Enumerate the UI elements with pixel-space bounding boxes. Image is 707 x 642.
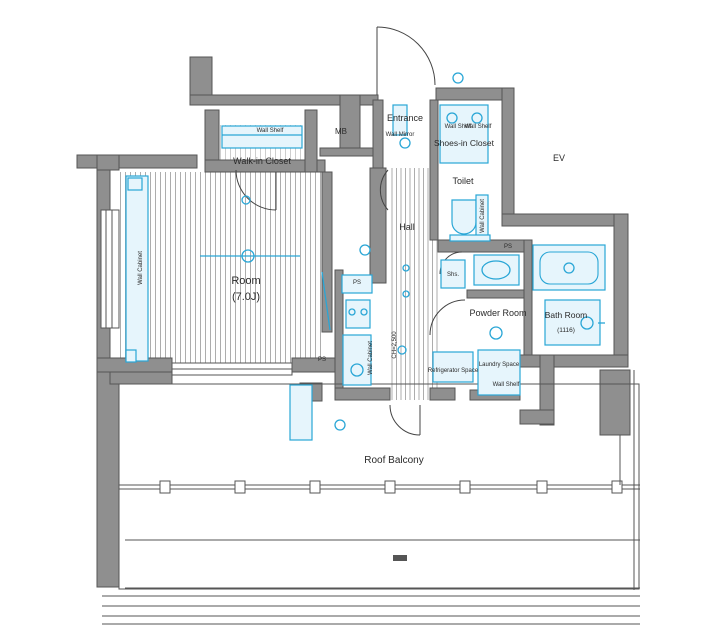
roof-balcony: [102, 370, 640, 625]
label-wall-shelf-laundry: Wall Shelf: [493, 382, 520, 388]
label-wall-cabinet-room: Wall Cabinet: [138, 251, 144, 285]
label-wall-shelf-wic: Wall Shelf: [257, 128, 284, 134]
label-toilet: Toilet: [452, 176, 474, 186]
label-ps-bath: PS: [504, 244, 512, 250]
room-labels: Room (7.0J) Walk-in Closet MB Entrance S…: [231, 113, 587, 466]
label-room: Room: [231, 275, 260, 287]
label-walk-in-closet: Walk-in Closet: [233, 156, 291, 166]
label-powder-room: Powder Room: [469, 308, 526, 318]
label-ev: EV: [553, 153, 565, 163]
walls: [76, 56, 631, 588]
label-shoes-in-closet: Shoes-in Closet: [434, 138, 495, 148]
label-ceiling-height: CH=2,500: [392, 331, 398, 359]
label-ps-room: PS: [318, 357, 326, 363]
label-room-size: (7.0J): [232, 291, 260, 303]
doors: [235, 26, 466, 436]
room-floor: [118, 172, 321, 366]
label-mb: MB: [335, 127, 347, 136]
fixtures: [125, 72, 606, 441]
label-shs: Shs.: [447, 272, 459, 278]
label-refrigerator-space: Refrigerator Space: [428, 368, 479, 374]
label-bath-size: (1116): [557, 327, 575, 334]
label-wall-shelf-entry: Wall Shelf: [445, 124, 472, 130]
label-laundry-space: Laundry Space: [479, 362, 520, 368]
label-wall-cabinet-toilet: Wall Cabinet: [480, 199, 486, 233]
label-wall-cabinet-kitchen: Wall Cabinet: [368, 341, 374, 375]
label-entrance: Entrance: [387, 113, 423, 123]
label-ps-kitchen: PS: [353, 280, 361, 286]
label-wall-shelf-closet: Wall Shelf: [465, 124, 492, 130]
small-labels: PS PS PS Wall Shelf Wall Shelf Wall Mirr…: [138, 124, 520, 388]
label-wall-mirror: Wall Mirror: [386, 132, 415, 138]
label-roof-balcony: Roof Balcony: [364, 455, 423, 466]
label-bath-room: Bath Room: [545, 310, 588, 320]
label-hall: Hall: [399, 222, 415, 232]
